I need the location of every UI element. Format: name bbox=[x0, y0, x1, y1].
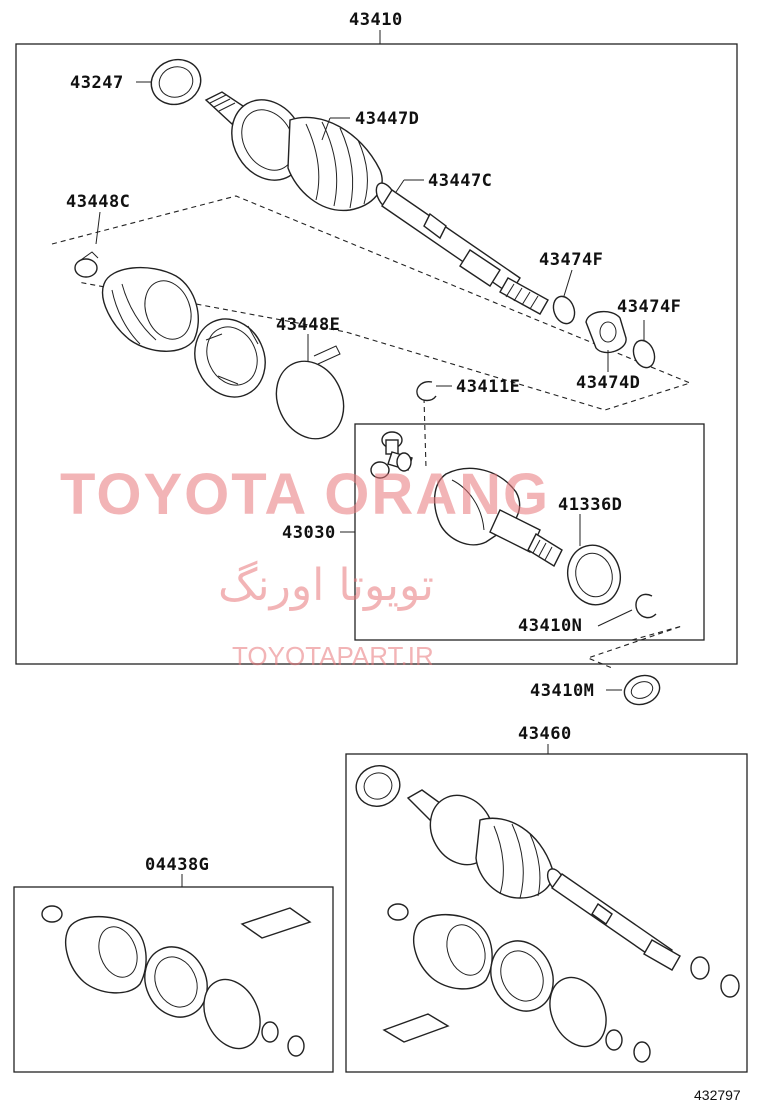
clamp-small bbox=[74, 251, 99, 278]
label-43030: 43030 bbox=[282, 523, 336, 543]
label-43247: 43247 bbox=[70, 73, 124, 93]
joint-housing-ring bbox=[194, 318, 266, 398]
inboard-joint bbox=[370, 431, 563, 567]
watermark-brand: TOYOTA ORANG bbox=[60, 462, 550, 527]
snap-ring bbox=[416, 381, 437, 402]
oil-seal bbox=[567, 544, 621, 606]
watermark-persian: تویوتا اورنگ bbox=[218, 560, 434, 611]
label-43474F-a: 43474F bbox=[539, 250, 603, 270]
label-43447C: 43447C bbox=[428, 171, 492, 191]
label-43448E: 43448E bbox=[276, 315, 340, 335]
watermark-url: TOYOTAPART.IR bbox=[232, 641, 434, 671]
label-43460: 43460 bbox=[518, 724, 572, 744]
boot-kit-frame bbox=[13, 886, 334, 1073]
ring-m-dashed-link bbox=[586, 625, 683, 669]
boot-kit-parts bbox=[41, 905, 312, 1057]
snap-ring-dashed-link bbox=[423, 397, 427, 469]
label-43448C: 43448C bbox=[66, 192, 130, 212]
dynamic-damper bbox=[585, 311, 627, 354]
assembly-frame-43460 bbox=[345, 753, 748, 1073]
label-43410M: 43410M bbox=[530, 681, 594, 701]
label-43410N: 43410N bbox=[518, 616, 582, 636]
assembly-frame-43410 bbox=[15, 43, 738, 665]
damper-ring-small bbox=[552, 295, 576, 325]
label-41336D: 41336D bbox=[558, 495, 622, 515]
rear-drive-shaft bbox=[355, 765, 740, 1063]
inner-boot bbox=[102, 266, 199, 352]
label-43447D: 43447D bbox=[355, 109, 419, 129]
seal-ring-m bbox=[623, 674, 661, 706]
front-drive-shaft bbox=[204, 91, 549, 315]
snap-ring-n bbox=[635, 593, 657, 619]
label-43411E: 43411E bbox=[456, 377, 520, 397]
boot-band bbox=[275, 345, 345, 440]
catalog-number: 432797 bbox=[694, 1087, 741, 1103]
label-43410: 43410 bbox=[349, 10, 403, 30]
damper-ring-large bbox=[632, 339, 656, 369]
label-43474D: 43474D bbox=[576, 373, 640, 393]
label-43474F-b: 43474F bbox=[617, 297, 681, 317]
bearing-ring bbox=[150, 58, 202, 106]
label-04438G: 04438G bbox=[145, 855, 209, 875]
